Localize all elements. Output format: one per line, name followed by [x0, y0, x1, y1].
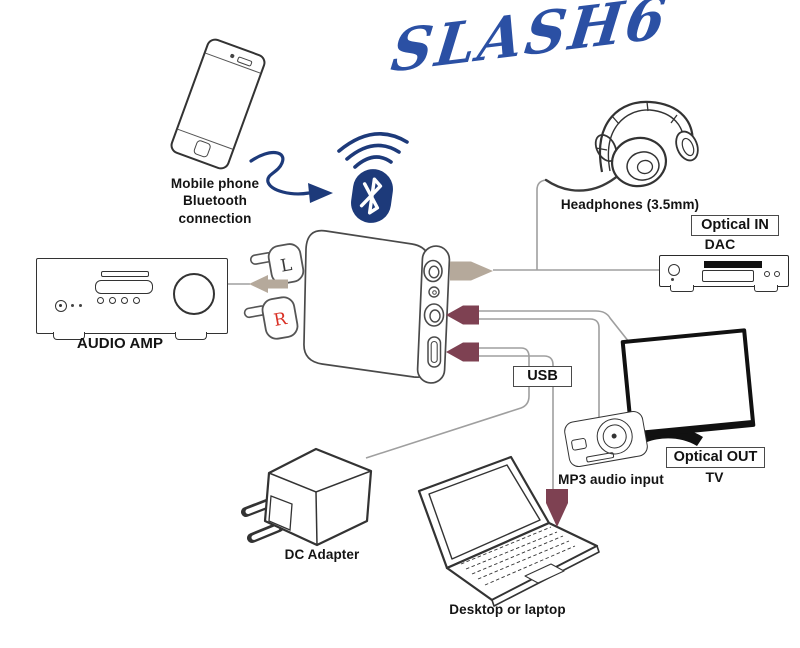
rca-left-letter: L [279, 255, 294, 277]
phone-camera-dot [229, 53, 235, 58]
arrow-out-to-amp [249, 275, 288, 293]
amp-label: AUDIO AMP [76, 335, 164, 352]
bluetooth-rune [359, 177, 383, 215]
dac-display-strip [704, 261, 762, 268]
mp3-label: MP3 audio input [558, 472, 664, 487]
optical-out-box-label: Optical OUT [666, 447, 765, 468]
bluetooth-pairing-arrow [249, 151, 333, 203]
usb-box-label: USB [513, 366, 572, 387]
arrow-out-headphone-dac [450, 261, 493, 281]
mp3-front-slot [585, 451, 615, 463]
rca-plug-right: R [243, 296, 299, 340]
phone-label: Mobile phone Bluetooth connection [170, 176, 260, 226]
amp-display [95, 280, 153, 294]
tv-label: TV [705, 469, 724, 485]
led-hole [428, 286, 440, 298]
dac-label: DAC [704, 236, 736, 252]
arrow-down-to-laptop [546, 489, 568, 527]
flow-arrows [249, 261, 568, 527]
mp3-side-slot [570, 437, 588, 451]
laptop-touchpad [524, 563, 565, 584]
laptop-label: Desktop or laptop [449, 602, 566, 617]
wire-laptop-to-usb [468, 355, 554, 491]
wire-tv-to-aux [468, 310, 630, 343]
audio-amp-drawing [36, 258, 228, 340]
dc-adapter-label: DC Adapter [284, 547, 360, 562]
optical-in-box-label: Optical IN [691, 215, 779, 236]
wire-mp3-to-aux [468, 318, 600, 418]
receiver-body [303, 229, 433, 379]
rca-right-letter: R [272, 309, 289, 331]
headphones-drawing [594, 100, 699, 188]
headphones-label: Headphones (3.5mm) [560, 197, 700, 212]
bluetooth-signal-arcs [337, 132, 409, 169]
receiver-device-drawing: L R [243, 229, 451, 384]
laptop-drawing [417, 455, 600, 607]
amp-volume-knob [173, 273, 215, 315]
laptop-keyboard [460, 526, 576, 586]
rca-plug-left: L [249, 243, 305, 285]
amp-cd-slot [101, 271, 149, 277]
arrow-in-usb [446, 342, 479, 362]
phone-home-button [192, 139, 212, 159]
dc-adapter-drawing [241, 447, 373, 547]
arrow-in-aux [446, 305, 479, 325]
bluetooth-icon [348, 166, 396, 226]
aux-in-port [423, 303, 445, 327]
amp-power-button [55, 300, 67, 312]
dac-tray [702, 270, 754, 282]
wire-headphone-junction [536, 179, 547, 270]
dac-device-drawing [659, 255, 789, 292]
